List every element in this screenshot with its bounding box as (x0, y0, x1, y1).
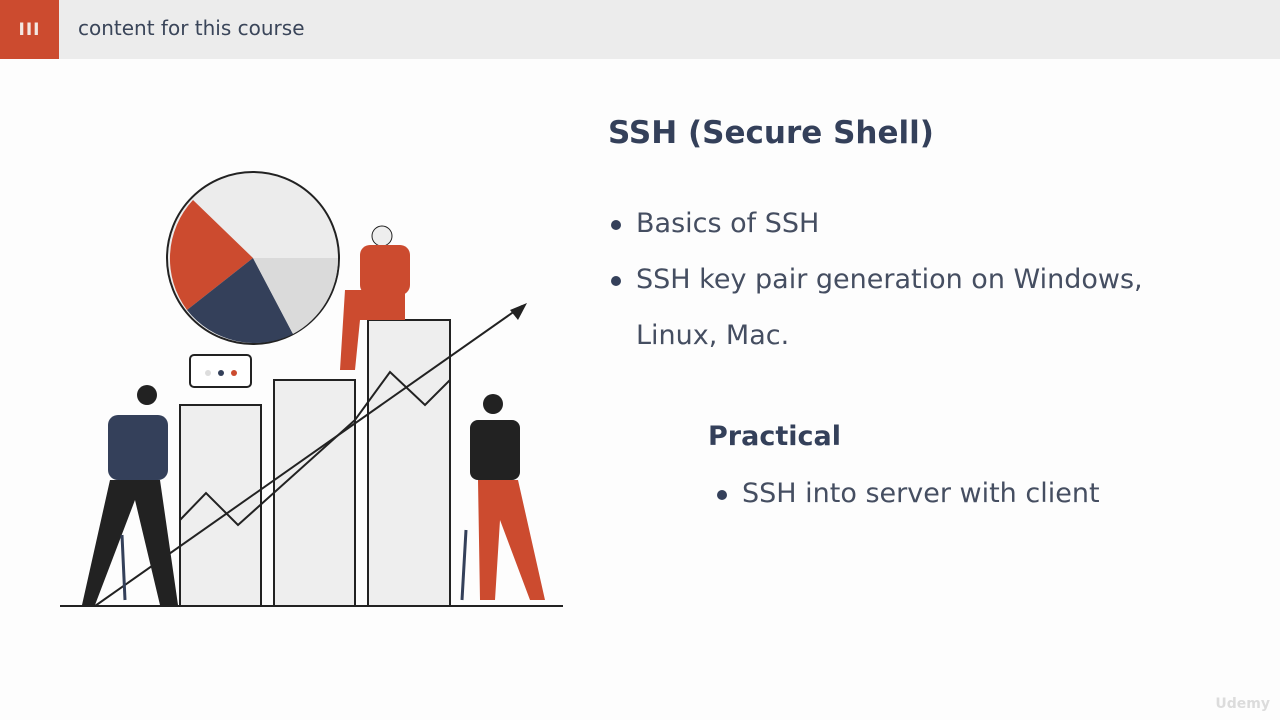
header-bar: III content for this course (0, 0, 1280, 59)
subsection-bullet-list: SSH into server with client (714, 474, 1100, 514)
bullet-item: Basics of SSH (608, 196, 1228, 252)
bullet-item: SSH key pair generation on Windows, Linu… (608, 252, 1228, 364)
section-title: content for this course (78, 16, 305, 40)
udemy-watermark: Udemy (1215, 696, 1270, 712)
business-growth-illustration (60, 171, 563, 607)
slide-title: SSH (Secure Shell) (608, 115, 934, 151)
bullet-item: SSH into server with client (714, 474, 1100, 514)
subsection-title: Practical (708, 421, 841, 452)
section-number: III (0, 0, 59, 59)
bullet-list: Basics of SSH SSH key pair generation on… (608, 196, 1228, 364)
